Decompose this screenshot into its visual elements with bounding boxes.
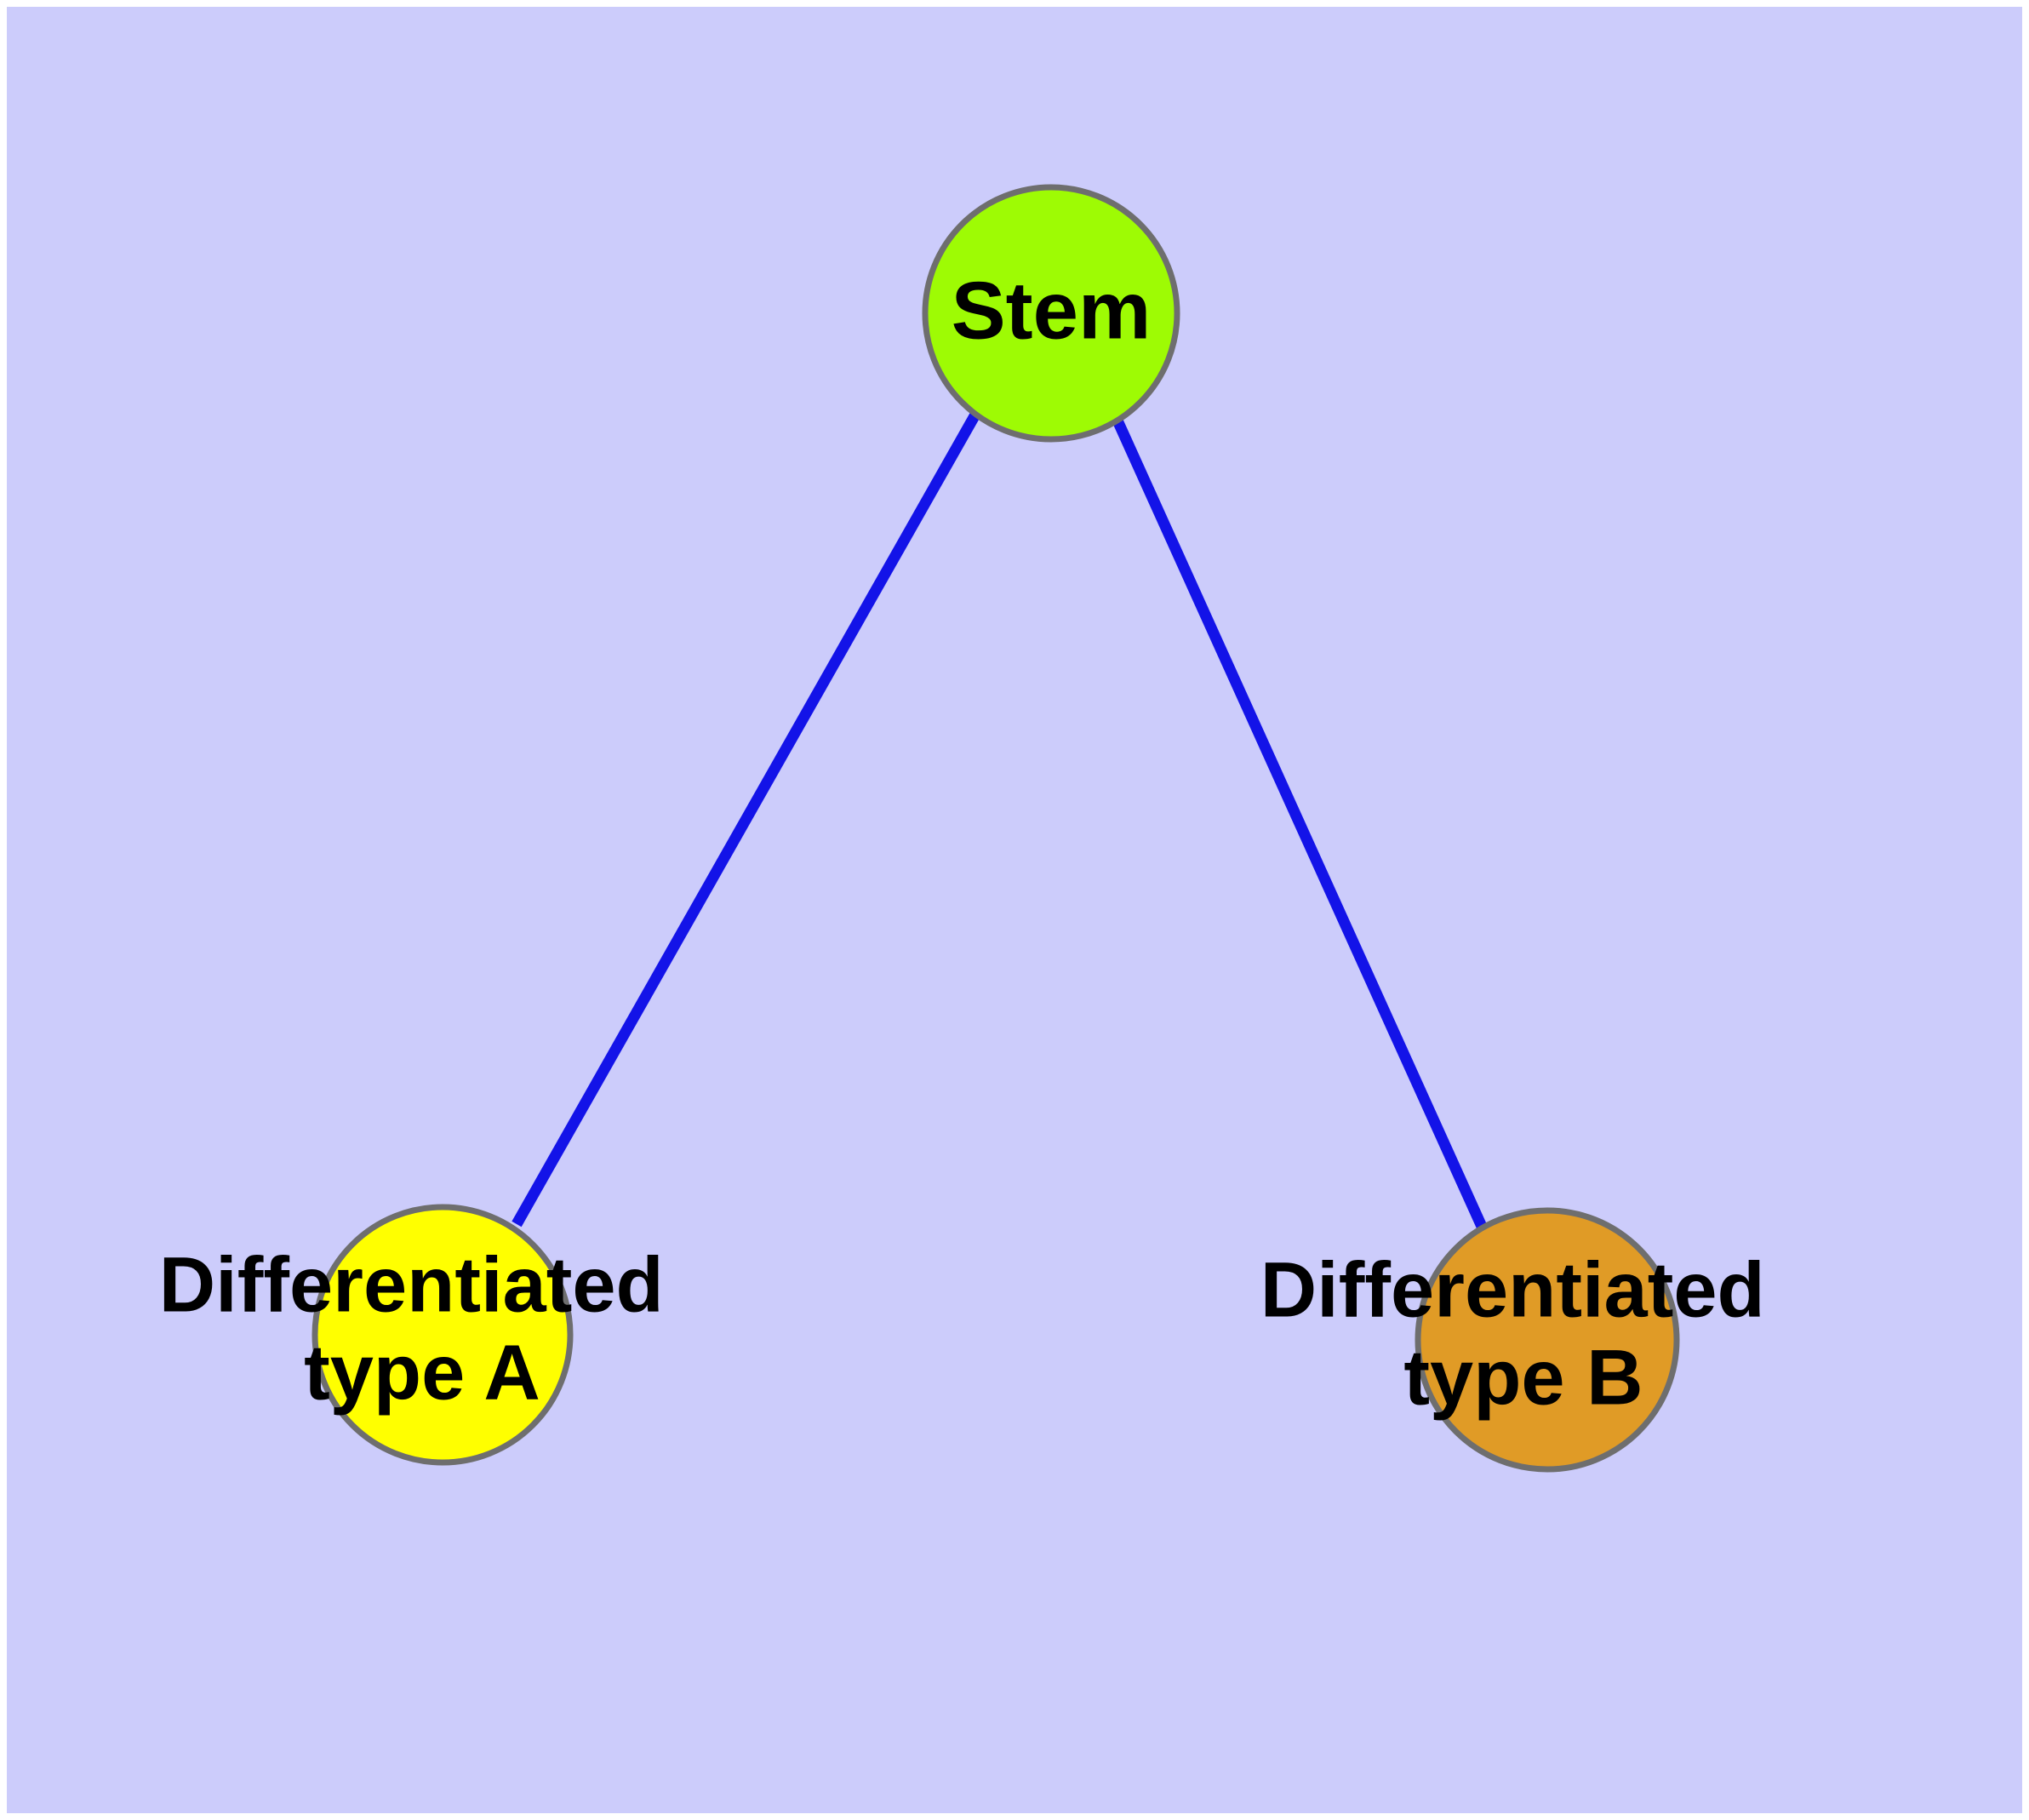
edge-stem-to-differentiated-type-b[interactable] [1112,418,1488,1231]
node-differentiated-type-a-label-line2: type A [304,1330,540,1417]
node-differentiated-type-b-label-line1: Differentiated [1260,1247,1765,1334]
node-stem-group[interactable]: Stem [922,184,1180,443]
node-stem-label: Stem [952,265,1152,356]
node-differentiated-type-a-group[interactable]: Differentiated type A [159,1204,686,1466]
edge-stem-to-differentiated-type-a[interactable] [512,411,980,1228]
node-differentiated-type-a-label-line1: Differentiated [159,1242,664,1329]
node-differentiated-type-b-label: Differentiated type B [1260,1247,1787,1422]
node-differentiated-type-b-label-line2: type B [1403,1335,1643,1422]
node-differentiated-type-a-label: Differentiated type A [159,1242,686,1417]
edge-group [512,411,1488,1231]
node-differentiated-type-b-circle[interactable] [1415,1207,1680,1473]
node-stem-circle[interactable] [922,184,1180,443]
node-differentiated-type-a-circle[interactable] [311,1204,574,1466]
node-differentiated-type-b-group[interactable]: Differentiated type B [1260,1207,1787,1473]
